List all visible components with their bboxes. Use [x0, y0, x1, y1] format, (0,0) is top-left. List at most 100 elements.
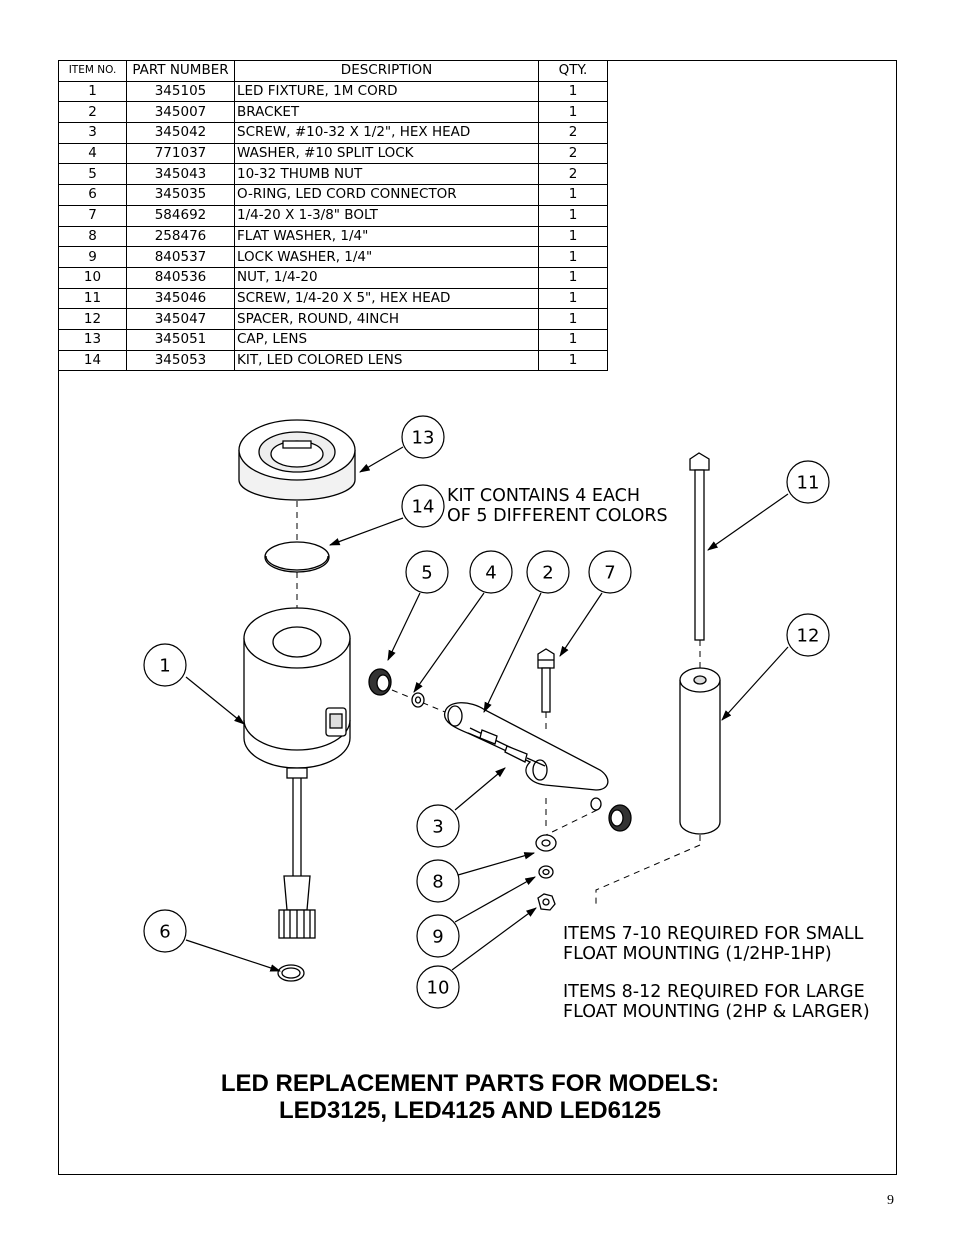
small-float-note: ITEMS 7-10 REQUIRED FOR SMALL FLOAT MOUN…	[563, 924, 863, 964]
colored-lens-part	[264, 541, 330, 573]
kit-note-line2: OF 5 DIFFERENT COLORS	[447, 505, 668, 526]
cell-part-number: 345053	[126, 349, 235, 372]
callout-leader	[454, 876, 536, 923]
callout-number: 3	[432, 817, 443, 838]
callout-leader	[387, 592, 421, 661]
callout-number: 6	[159, 922, 170, 943]
callout-bubble	[416, 804, 460, 848]
o-ring-part	[277, 964, 305, 982]
page-title-line1: LED REPLACEMENT PARTS FOR MODELS:	[220, 1070, 720, 1097]
cell-description: SPACER, ROUND, 4INCH	[234, 308, 539, 330]
bolt-part	[537, 648, 555, 713]
led-fixture-part	[243, 607, 351, 939]
callout-bubble	[143, 643, 187, 687]
parts-table-header: ITEM NO. PART NUMBER DESCRIPTION QTY.	[58, 60, 608, 82]
callout-leader	[185, 939, 282, 972]
cell-qty: 1	[538, 225, 608, 248]
callout-number: 13	[412, 428, 435, 449]
callout-leader	[454, 767, 506, 811]
thumb-nut-part	[368, 668, 392, 696]
lock-washer-part	[538, 865, 554, 879]
header-part-number: PART NUMBER	[126, 60, 235, 82]
page-number: 9	[887, 1193, 894, 1208]
center-lines	[296, 490, 701, 908]
callout-bubble	[405, 550, 449, 594]
split-lock-washer-part	[411, 692, 425, 708]
callout-number: 5	[421, 563, 432, 584]
long-screw-part	[689, 452, 710, 641]
callout-leader	[707, 493, 789, 551]
cell-item-no: 14	[58, 349, 127, 372]
callout-bubble	[469, 550, 513, 594]
thumb-nut-right-part	[590, 797, 632, 832]
callout-bubble	[416, 965, 460, 1009]
large-float-note: ITEMS 8-12 REQUIRED FOR LARGE FLOAT MOUN…	[563, 982, 870, 1022]
callout-3: 3	[416, 767, 506, 848]
callout-leader	[359, 446, 404, 473]
kit-note-line1: KIT CONTAINS 4 EACH	[447, 486, 640, 506]
cell-part-number: 345047	[126, 308, 235, 330]
callout-bubble	[416, 914, 460, 958]
spacer-part	[679, 667, 721, 835]
callout-number: 1	[159, 656, 170, 677]
callout-number: 2	[542, 563, 553, 584]
nut-part	[537, 893, 556, 911]
callout-4: 4	[413, 550, 513, 693]
callout-number: 14	[412, 497, 435, 518]
callout-leader	[559, 592, 603, 657]
callout-12: 12	[721, 613, 830, 721]
callout-leader	[328, 517, 404, 546]
flat-washer-part	[535, 834, 557, 852]
callout-leader	[721, 646, 789, 721]
callout-1: 1	[143, 643, 245, 725]
callout-number: 10	[427, 978, 450, 999]
callout-8: 8	[416, 852, 536, 903]
callout-number: 12	[797, 626, 820, 647]
callout-number: 9	[432, 927, 443, 948]
callout-14: 14	[328, 484, 445, 546]
cell-part-number: 840537	[126, 246, 235, 268]
callout-bubble	[786, 460, 830, 504]
kit-note: KIT CONTAINS 4 EACH OF 5 DIFFERENT COLOR…	[447, 486, 668, 526]
callout-11: 11	[707, 460, 830, 551]
lens-cap-part	[238, 419, 356, 501]
callout-leader	[457, 852, 536, 876]
bracket-part	[443, 702, 609, 791]
callout-13: 13	[359, 415, 445, 473]
callout-bubble	[401, 484, 445, 528]
callout-bubble	[786, 613, 830, 657]
callout-9: 9	[416, 876, 536, 958]
callout-7: 7	[559, 550, 632, 657]
cell-qty: 1	[538, 349, 608, 372]
page-title: LED REPLACEMENT PARTS FOR MODELS: LED312…	[160, 1070, 780, 1124]
callout-10: 10	[416, 907, 537, 1009]
callout-number: 11	[797, 473, 820, 494]
small-float-note-line2: FLOAT MOUNTING (1/2HP-1HP)	[563, 943, 832, 964]
cell-part-number: 258476	[126, 225, 235, 248]
page-title-line2: LED3125, LED4125 AND LED6125	[279, 1097, 661, 1124]
callout-number: 4	[485, 563, 496, 584]
large-float-note-line2: FLOAT MOUNTING (2HP & LARGER)	[563, 1001, 870, 1022]
callout-leader	[413, 592, 485, 693]
callout-leader	[451, 907, 537, 971]
callout-number: 7	[604, 563, 615, 584]
callout-bubble	[401, 415, 445, 459]
large-float-note-line1: ITEMS 8-12 REQUIRED FOR LARGE	[563, 982, 865, 1002]
callout-2: 2	[483, 550, 570, 713]
cell-description: SCREW, #10-32 X 1/2", HEX HEAD	[234, 122, 539, 144]
callout-bubble	[526, 550, 570, 594]
cell-description: KIT, LED COLORED LENS	[234, 349, 539, 372]
callout-bubble	[416, 859, 460, 903]
callout-number: 8	[432, 872, 443, 893]
callout-bubble	[588, 550, 632, 594]
cell-description: LOCK WASHER, 1/4"	[234, 246, 539, 268]
